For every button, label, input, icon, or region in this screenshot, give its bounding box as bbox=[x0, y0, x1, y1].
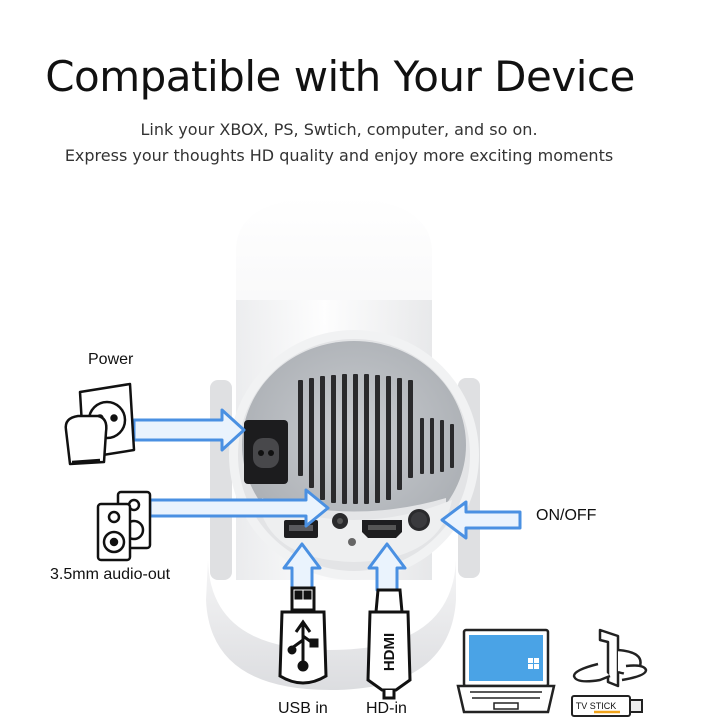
power-button bbox=[408, 509, 430, 531]
audio-jack bbox=[332, 513, 356, 546]
playstation-icon bbox=[572, 628, 648, 688]
hdmi-cable-icon bbox=[366, 588, 412, 700]
hdmi-arrow bbox=[367, 542, 407, 592]
power-socket bbox=[244, 420, 288, 484]
speaker-icon bbox=[96, 490, 152, 562]
audio-out-label: 3.5mm audio-out bbox=[50, 566, 171, 583]
tv-stick-icon-text: TV STICK bbox=[576, 701, 617, 711]
usb-port bbox=[284, 520, 318, 538]
onoff-arrow bbox=[440, 500, 522, 540]
subtitle-line-2: Express your thoughts HD quality and enj… bbox=[64, 146, 614, 165]
power-arrow bbox=[132, 408, 246, 452]
usb-arrow bbox=[282, 542, 322, 592]
power-plug-icon bbox=[64, 382, 136, 466]
hdmi-icon-text: HDMI bbox=[381, 633, 398, 671]
vent-grille bbox=[298, 374, 454, 504]
hd-in-label: HD-in bbox=[366, 700, 407, 717]
laptop-icon bbox=[456, 628, 556, 714]
hdmi-port bbox=[362, 520, 402, 538]
usb-stick-icon bbox=[278, 586, 328, 685]
power-label: Power bbox=[88, 351, 134, 368]
headline: Compatible with Your Device bbox=[45, 52, 635, 101]
subtitle-line-1: Link your XBOX, PS, Swtich, computer, an… bbox=[140, 120, 538, 139]
tv-stick-icon bbox=[571, 695, 643, 717]
on-off-label: ON/OFF bbox=[536, 507, 597, 524]
usb-in-label: USB in bbox=[278, 700, 328, 717]
audio-arrow bbox=[148, 488, 330, 528]
